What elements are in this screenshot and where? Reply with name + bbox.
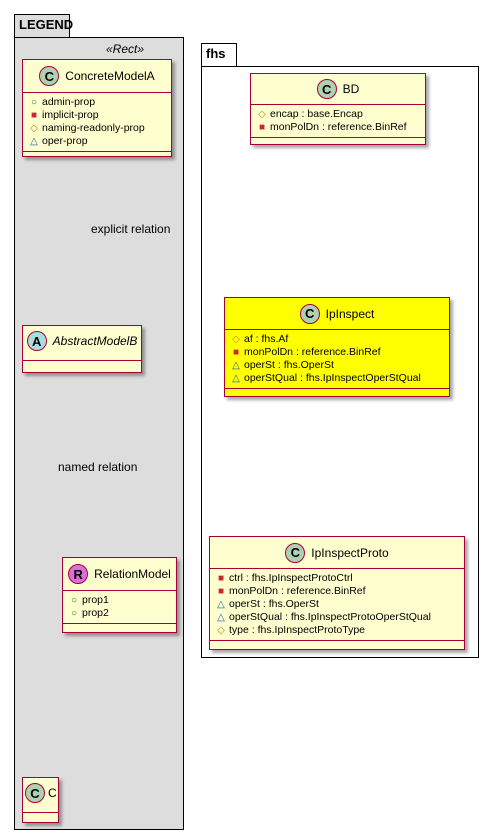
class-badge-c: C	[25, 783, 45, 803]
attribute-text: admin-prop	[42, 96, 96, 108]
class-name: C	[48, 786, 57, 800]
attribute-text: monPolDn : reference.BinRef	[229, 585, 366, 597]
public-visibility-icon: ○	[70, 608, 78, 619]
explicit-relation-label: explicit relation	[91, 222, 171, 236]
attribute-text: operSt : fhs.OperSt	[244, 359, 334, 371]
protected-visibility-icon: ◇	[217, 625, 225, 636]
attribute-text: oper-prop	[42, 135, 88, 147]
class-attribute: △ operSt : fhs.OperSt	[231, 359, 443, 372]
class-abstract-model-b[interactable]: A AbstractModelB	[22, 325, 142, 373]
attribute-text: prop1	[82, 594, 109, 606]
attribute-text: operStQual : fhs.IpInspectProtoOperStQua…	[229, 611, 431, 623]
class-badge-c: C	[39, 66, 60, 86]
class-ipinspect-proto[interactable]: C IpInspectProto ■ ctrl : fhs.IpInspectPr…	[209, 536, 465, 650]
class-attribute: ■ ctrl : fhs.IpInspectProtoCtrl	[216, 572, 458, 585]
package-visibility-icon: △	[217, 599, 225, 610]
private-visibility-icon: ■	[30, 110, 38, 121]
protected-visibility-icon: ◇	[258, 109, 266, 120]
package-visibility-icon: △	[217, 612, 225, 623]
attribute-text: implicit-prop	[42, 109, 99, 121]
class-badge-a: A	[26, 331, 47, 351]
legend-package-body	[14, 37, 184, 830]
named-relation-label: named relation	[58, 460, 138, 474]
class-relation-model[interactable]: R RelationModel ○ prop1 ○ prop2	[62, 557, 177, 633]
attribute-text: operStQual : fhs.IpInspectOperStQual	[244, 372, 421, 384]
attribute-text: type : fhs.IpInspectProtoType	[229, 624, 365, 636]
attribute-text: ctrl : fhs.IpInspectProtoCtrl	[229, 572, 353, 584]
class-attribute: ○ admin-prop	[29, 96, 165, 109]
legend-package-tab: LEGEND	[14, 14, 73, 38]
class-name: AbstractModelB	[52, 334, 138, 348]
class-badge-c: C	[299, 303, 320, 324]
package-visibility-icon: △	[30, 136, 38, 147]
class-attribute: ■ monPolDn : reference.BinRef	[257, 121, 419, 134]
fhs-package-tab: fhs	[201, 43, 237, 67]
class-attribute: ■ implicit-prop	[29, 109, 165, 122]
attribute-text: af : fhs.Af	[244, 333, 289, 345]
private-visibility-icon: ■	[232, 347, 240, 358]
class-attribute: ◇ encap : base.Encap	[257, 108, 419, 121]
class-attribute: ○ prop1	[69, 594, 170, 607]
protected-visibility-icon: ◇	[30, 123, 38, 134]
class-attribute: ◇ naming-readonly-prop	[29, 122, 165, 135]
package-visibility-icon: △	[232, 360, 240, 371]
class-attribute: ◇ af : fhs.Af	[231, 333, 443, 346]
class-badge-c: C	[316, 79, 337, 99]
class-attribute: ○ prop2	[69, 607, 170, 620]
class-attribute: ■ monPolDn : reference.BinRef	[216, 585, 458, 598]
class-name: RelationModel	[94, 567, 171, 581]
attribute-text: prop2	[82, 607, 109, 619]
attribute-text: monPolDn : reference.BinRef	[244, 346, 381, 358]
class-name: ConcreteModelA	[65, 69, 155, 83]
private-visibility-icon: ■	[217, 573, 225, 584]
public-visibility-icon: ○	[30, 97, 38, 108]
class-name: IpInspectProto	[311, 545, 389, 560]
class-name: IpInspect	[325, 306, 375, 321]
class-concrete-model-a[interactable]: C ConcreteModelA ○ admin-prop ■ implicit-pr…	[22, 59, 172, 157]
attribute-text: encap : base.Encap	[270, 108, 363, 120]
class-name: BD	[342, 82, 360, 96]
class-attribute: △ operSt : fhs.OperSt	[216, 598, 458, 611]
legend-stereotype: «Rect»	[105, 42, 145, 56]
class-attribute: △ oper-prop	[29, 135, 165, 148]
attribute-text: monPolDn : reference.BinRef	[270, 121, 407, 133]
private-visibility-icon: ■	[258, 122, 266, 133]
attribute-text: operSt : fhs.OperSt	[229, 598, 319, 610]
class-attribute: △ operStQual : fhs.IpInspectOperStQual	[231, 372, 443, 385]
protected-visibility-icon: ◇	[232, 334, 240, 345]
attribute-text: naming-readonly-prop	[42, 122, 145, 134]
class-badge-r: R	[68, 564, 89, 584]
private-visibility-icon: ■	[217, 586, 225, 597]
class-attribute: ◇ type : fhs.IpInspectProtoType	[216, 624, 458, 637]
package-visibility-icon: △	[232, 373, 240, 384]
public-visibility-icon: ○	[70, 595, 78, 606]
class-badge-c: C	[285, 542, 306, 563]
class-attribute: △ operStQual : fhs.IpInspectProtoOperStQu…	[216, 611, 458, 624]
class-bd[interactable]: C BD ◇ encap : base.Encap ■ monPolDn : refe…	[250, 73, 426, 145]
class-c[interactable]: C C	[22, 777, 59, 823]
class-attribute: ■ monPolDn : reference.BinRef	[231, 346, 443, 359]
class-ipinspect[interactable]: C IpInspect ◇ af : fhs.Af ■ monPolDn : refe…	[224, 297, 450, 397]
